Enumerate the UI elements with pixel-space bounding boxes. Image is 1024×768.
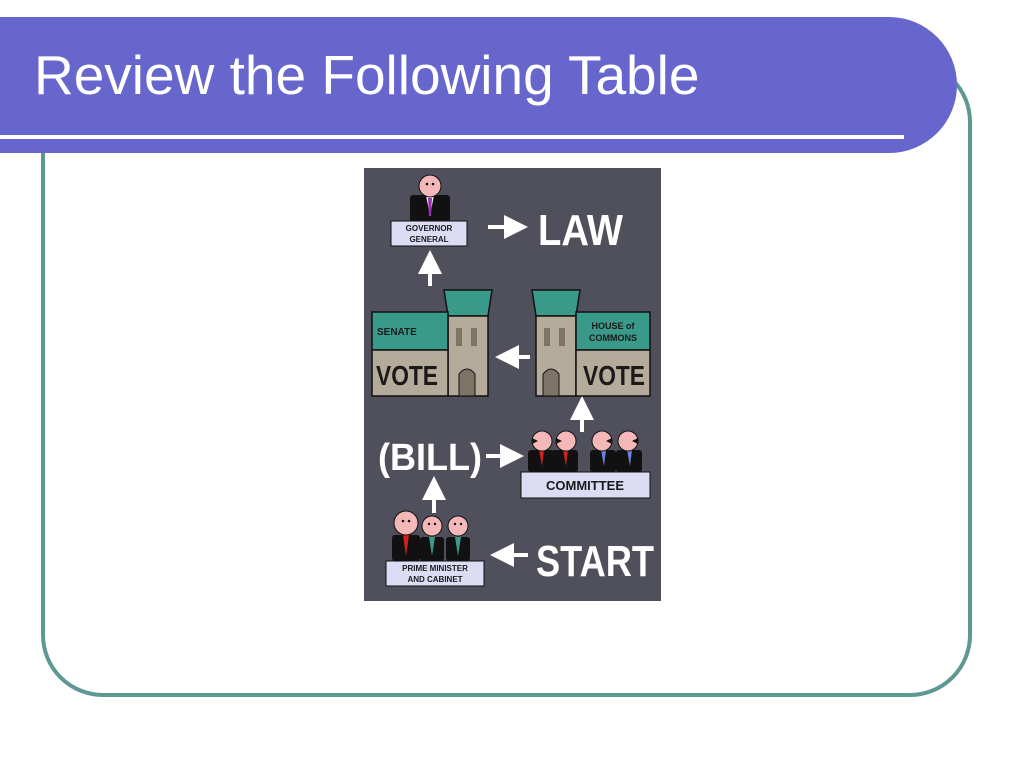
parliament-process-diagram: GOVERNOR GENERAL LAW SENATE VOTE	[364, 168, 661, 601]
governor-general-label-box	[390, 220, 468, 247]
house-of-commons-building	[531, 289, 651, 397]
start-label: START	[536, 537, 654, 586]
house-vote-label: VOTE	[583, 360, 645, 391]
bill-label: (BILL)	[378, 437, 482, 479]
house-label-line1: HOUSE of	[591, 321, 635, 331]
pm-label-box	[385, 560, 485, 587]
pm-label-line2: AND CABINET	[407, 575, 462, 584]
governor-general-figure	[410, 174, 450, 222]
committee-figures	[528, 430, 642, 472]
title-underline	[0, 135, 904, 139]
pm-label-line1: PRIME MINISTER	[402, 564, 468, 573]
committee-label-box	[520, 471, 651, 499]
prime-minister-cabinet-figures	[392, 510, 470, 561]
governor-general-label-line2: GENERAL	[409, 235, 448, 244]
governor-general-label-line1: GOVERNOR	[406, 224, 453, 233]
slide-title: Review the Following Table	[34, 44, 700, 106]
law-label: LAW	[538, 206, 623, 255]
senate-vote-label: VOTE	[376, 360, 438, 391]
title-band	[0, 17, 957, 153]
committee-label: COMMITTEE	[546, 478, 624, 493]
senate-building	[371, 289, 493, 397]
house-label-line2: COMMONS	[589, 333, 637, 343]
senate-label: SENATE	[377, 327, 417, 338]
